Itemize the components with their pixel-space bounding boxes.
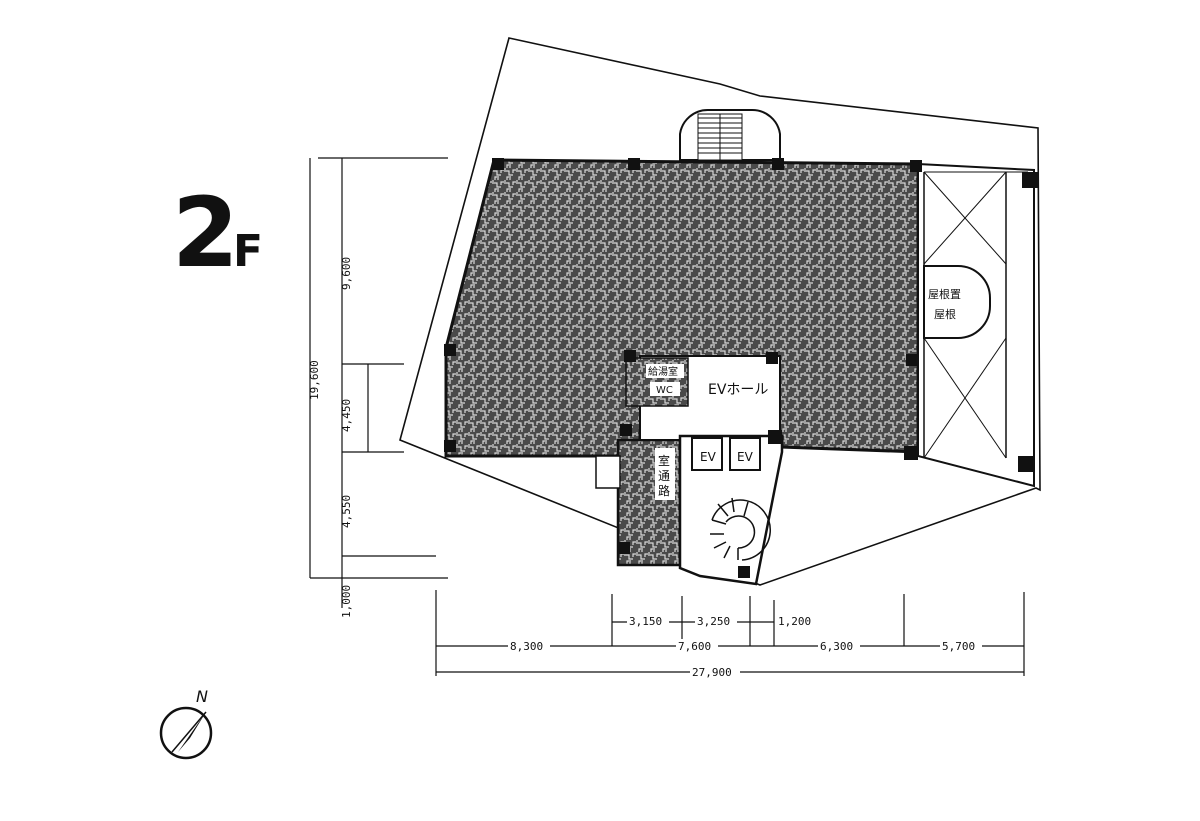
core-room-label-1: 給湯室 bbox=[648, 365, 678, 378]
horizontal-dimension-labels: 3,150 3,250 1,200 8,300 7,600 6,300 5,70… bbox=[508, 614, 982, 679]
dim-small-3: 1,200 bbox=[778, 615, 811, 628]
dim-offset-height: 1,000 bbox=[340, 585, 353, 618]
top-stair bbox=[679, 108, 781, 161]
elevator-1-label: EV bbox=[700, 450, 717, 464]
dim-small-1: 3,150 bbox=[629, 615, 662, 628]
elevator-1 bbox=[691, 437, 723, 471]
vertical-dimensions bbox=[309, 157, 448, 608]
passage-label-3: 路 bbox=[658, 483, 670, 498]
north-compass-icon: N bbox=[159, 687, 213, 760]
columns bbox=[444, 158, 1038, 578]
dim-bottom-height: 4,550 bbox=[340, 495, 353, 528]
passage-label-2: 通 bbox=[658, 469, 670, 483]
roof-room-label-1: 屋根置 bbox=[928, 287, 961, 301]
core-room-label-2: WC bbox=[656, 385, 673, 396]
dim-total-width: 27,900 bbox=[692, 666, 732, 679]
dim-span-2: 7,600 bbox=[678, 640, 711, 653]
compass-north-label: N bbox=[196, 687, 208, 706]
right-void bbox=[917, 162, 1035, 488]
dim-total-height: 19,600 bbox=[308, 360, 321, 400]
elevator-2-label: EV bbox=[737, 450, 754, 464]
spiral-stair bbox=[710, 497, 772, 561]
dim-span-3: 6,300 bbox=[820, 640, 853, 653]
dim-span-1: 8,300 bbox=[510, 640, 543, 653]
dim-top-height: 9,600 bbox=[340, 257, 353, 290]
ev-hall-label: EVホール bbox=[708, 382, 768, 398]
floor-label: 2 F bbox=[172, 177, 263, 289]
dim-span-4: 5,700 bbox=[942, 640, 975, 653]
vertical-dimension-labels: 19,600 9,600 4,450 4,550 1,000 bbox=[308, 257, 353, 618]
dim-small-2: 3,250 bbox=[697, 615, 730, 628]
floor-suffix: F bbox=[233, 226, 263, 277]
dim-middle-height: 4,450 bbox=[340, 399, 353, 432]
entrance-notch bbox=[595, 455, 621, 489]
elevator-2 bbox=[729, 437, 761, 471]
roof-room-label-2: 屋根 bbox=[934, 307, 956, 321]
horizontal-dimensions bbox=[435, 590, 1025, 676]
floor-number: 2 bbox=[172, 177, 239, 289]
site-boundary bbox=[399, 37, 1041, 586]
passage-label-1: 室 bbox=[658, 453, 670, 468]
